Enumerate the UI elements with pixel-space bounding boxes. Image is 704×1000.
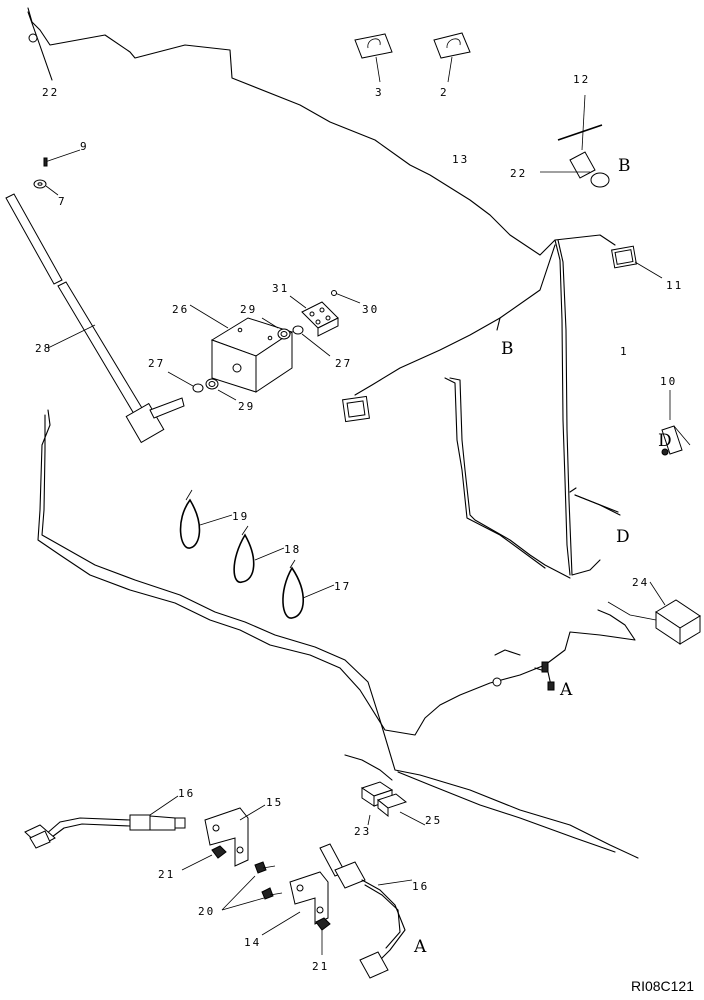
callout-29-upper: 29 (240, 303, 257, 316)
letter-a-upper: A (559, 680, 573, 700)
lamp-11 (611, 245, 663, 279)
drawing-code: RI08C121 (630, 978, 694, 994)
sensor-16-right (319, 843, 413, 979)
callout-19: 19 (232, 510, 249, 523)
callout-18: 18 (284, 543, 301, 556)
callout-31: 31 (272, 282, 289, 295)
callout-13: 13 (452, 153, 469, 166)
switch-24 (607, 581, 701, 645)
o-ring-27-upper (292, 325, 331, 357)
harness-right-loop (444, 377, 571, 579)
callout-11: 11 (666, 279, 683, 292)
letter-b-lower: B (501, 339, 514, 359)
callout-3: 3 (375, 86, 384, 99)
letter-d-lower: D (616, 527, 630, 547)
callout-7: 7 (58, 195, 67, 208)
rod-28 (5, 193, 185, 444)
letter-a-lower: A (413, 937, 427, 957)
fitting-29-upper (261, 317, 291, 340)
callout-16-right: 16 (412, 880, 429, 893)
callout-24: 24 (632, 576, 649, 589)
letter-b-upper: B (618, 156, 631, 176)
bolt-30 (331, 290, 361, 304)
callout-27-upper: 27 (335, 357, 352, 370)
callout-14: 14 (244, 936, 261, 949)
callout-22-top: 22 (42, 86, 59, 99)
callout-labels: 22 3 2 12 9 13 22 7 11 31 26 29 30 28 1 … (35, 73, 683, 973)
clip-3 (354, 33, 393, 83)
sensor-16-left (24, 795, 186, 849)
callout-9: 9 (80, 140, 89, 153)
harness-1 (354, 239, 621, 576)
clip-2 (433, 32, 471, 83)
callout-15: 15 (266, 796, 283, 809)
relay-23-25 (344, 754, 426, 826)
callout-28: 28 (35, 342, 52, 355)
washer-7 (33, 179, 59, 196)
callout-25: 25 (425, 814, 442, 827)
callout-22-b: 22 (510, 167, 527, 180)
lamp-left (342, 395, 370, 423)
callout-30: 30 (362, 303, 379, 316)
o-ring-27-lower (167, 371, 204, 393)
callout-21-lower: 21 (312, 960, 329, 973)
strap-18 (233, 525, 285, 583)
callout-12: 12 (573, 73, 590, 86)
harness-13-upper (27, 7, 616, 256)
callout-29-lower: 29 (238, 400, 255, 413)
connector-12-22 (540, 94, 610, 188)
callout-20: 20 (198, 905, 215, 918)
connector-31 (289, 295, 339, 337)
callout-17: 17 (334, 580, 351, 593)
bracket-14 (261, 871, 329, 936)
strap-17 (282, 559, 335, 619)
harness-d-branch (574, 494, 619, 513)
callout-16-left: 16 (178, 787, 195, 800)
valve-block-26 (189, 304, 294, 393)
pin-9 (43, 149, 81, 167)
connectors-a-area (492, 649, 555, 691)
letter-d-upper: D (658, 431, 672, 451)
fitting-29-lower (205, 378, 237, 401)
bracket-15 (204, 804, 266, 867)
nut-21-upper (181, 845, 227, 871)
callout-21-upper: 21 (158, 868, 175, 881)
connection-letters: B B D D A A (413, 156, 672, 957)
screws-20 (221, 861, 283, 911)
callout-23: 23 (354, 825, 371, 838)
sensor-10 (661, 390, 691, 456)
callout-26: 26 (172, 303, 189, 316)
harness-lower (37, 409, 639, 859)
callout-2: 2 (440, 86, 449, 99)
callout-10: 10 (660, 375, 677, 388)
nut-21-lower (315, 917, 331, 955)
callout-1: 1 (620, 345, 629, 358)
strap-19 (179, 489, 233, 549)
callout-27-lower: 27 (148, 357, 165, 370)
